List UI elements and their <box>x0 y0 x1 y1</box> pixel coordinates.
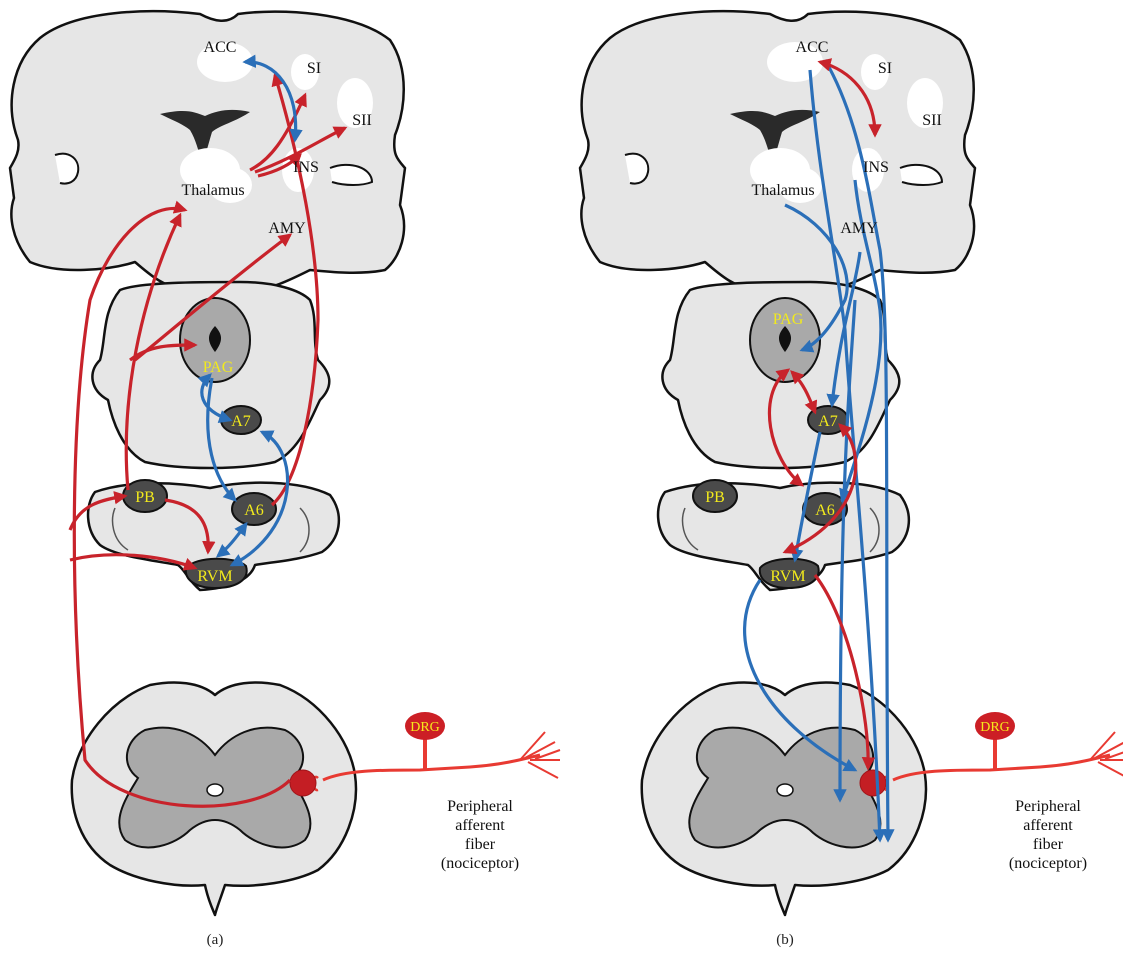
label-thalamus-b: Thalamus <box>751 182 814 199</box>
label-amy-b: AMY <box>840 220 878 237</box>
label-ins-a: INS <box>293 159 319 176</box>
label-a6-a: A6 <box>244 502 264 519</box>
label-si-a: SI <box>307 60 321 77</box>
label-rvm-b: RVM <box>770 568 805 585</box>
label-rvm-a: RVM <box>197 568 232 585</box>
caption-b: (b) <box>776 932 794 948</box>
fiber-label-line2-a: afferent <box>455 817 505 834</box>
caption-a: (a) <box>207 932 224 948</box>
panel-a: ACC SI SII INS Thalamus AMY PAG A7 PB A6… <box>10 11 560 948</box>
label-a7-a: A7 <box>231 413 251 430</box>
label-a6-b: A6 <box>815 502 835 519</box>
fiber-label-line3-b: fiber <box>1033 836 1064 853</box>
label-pb-b: PB <box>705 489 725 506</box>
label-thalamus-a: Thalamus <box>181 182 244 199</box>
panel-b: ACC SI SII INS Thalamus AMY PAG A7 PB A6… <box>580 11 1123 948</box>
label-sii-b: SII <box>922 112 942 129</box>
label-acc-a: ACC <box>204 39 237 56</box>
fiber-label-line1-b: Peripheral <box>1015 798 1081 815</box>
fiber-label-line1-a: Peripheral <box>447 798 513 815</box>
fiber-label-line3-a: fiber <box>465 836 496 853</box>
label-pb-a: PB <box>135 489 155 506</box>
label-si-b: SI <box>878 60 892 77</box>
fiber-label-line4-b: (nociceptor) <box>1009 855 1087 872</box>
label-acc-b: ACC <box>796 39 829 56</box>
label-drg-a: DRG <box>410 720 440 735</box>
label-ins-b: INS <box>863 159 889 176</box>
label-amy-a: AMY <box>268 220 306 237</box>
label-pag-a: PAG <box>203 359 234 376</box>
label-a7-b: A7 <box>818 413 838 430</box>
label-pag-b: PAG <box>773 311 804 328</box>
label-sii-a: SII <box>352 112 372 129</box>
fiber-label-line2-b: afferent <box>1023 817 1073 834</box>
anatomy-b <box>580 11 1123 915</box>
fiber-label-line4-a: (nociceptor) <box>441 855 519 872</box>
label-drg-b: DRG <box>980 720 1010 735</box>
